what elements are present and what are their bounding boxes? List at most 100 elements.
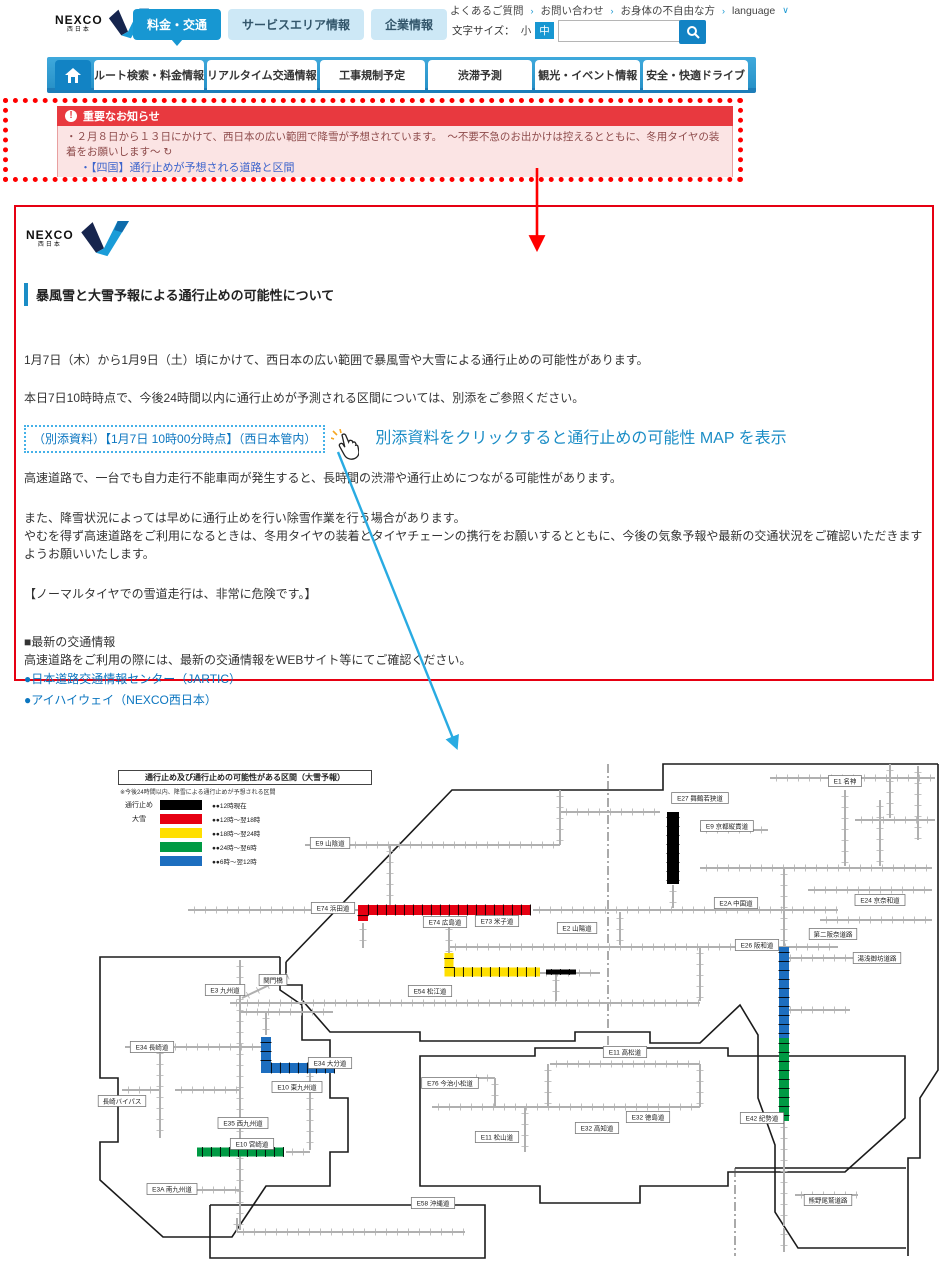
road-label-box bbox=[713, 897, 759, 909]
important-notice: ! 重要なお知らせ ・２月８日から１３日にかけて、西日本の広い範囲で降雪が予想さ… bbox=[57, 106, 733, 182]
utility-link-3[interactable]: language bbox=[732, 4, 776, 17]
road-label-box bbox=[129, 1041, 175, 1053]
notice-link-1[interactable]: ・【中国】通行止めが予想される道路と区間 bbox=[80, 177, 724, 182]
road-label-box bbox=[421, 1077, 479, 1089]
closure-segment-ticks bbox=[444, 957, 454, 968]
road-ticks bbox=[790, 1006, 846, 1014]
road-label-box bbox=[739, 1112, 785, 1124]
closure-segment-ticks bbox=[201, 1147, 284, 1157]
header-tab-0[interactable]: 料金・交通 bbox=[133, 9, 222, 46]
legend-row-label: 通行止め bbox=[125, 801, 153, 809]
road-label-box bbox=[734, 939, 780, 951]
article-link-1[interactable]: ●アイハイウェイ（NEXCO西日本） bbox=[24, 693, 217, 707]
paragraph-3: 高速道路で、一台でも自力走行不能車両が発生すると、長時間の渋滞や通行止めにつなが… bbox=[24, 471, 622, 485]
road-ticks bbox=[780, 1234, 788, 1246]
road-label-box bbox=[217, 1117, 269, 1129]
nav-item-4[interactable]: 観光・イベント情報 bbox=[535, 60, 641, 90]
legend-row-label: 大雪 bbox=[132, 815, 146, 823]
notice-message: ・２月８日から１３日にかけて、西日本の広い範囲で降雪が予想されています。 ～不要… bbox=[66, 131, 720, 159]
article-body: 1月7日（木）から1月9日（土）頃にかけて、西日本の広い範囲で暴風雪や大雪による… bbox=[24, 351, 924, 711]
font-size-option-0[interactable]: 小 bbox=[520, 25, 532, 37]
legend-color-swatch bbox=[160, 799, 202, 810]
road-ticks bbox=[886, 770, 894, 815]
road-ticks bbox=[841, 796, 849, 863]
closure-segment-ticks bbox=[550, 969, 570, 975]
font-size-label: 文字サイズ： bbox=[452, 25, 515, 37]
road-ticks bbox=[386, 851, 394, 907]
legend-color-swatch bbox=[160, 841, 202, 852]
road-ticks bbox=[246, 1008, 324, 1016]
road-label-box bbox=[204, 984, 246, 996]
home-button[interactable] bbox=[55, 60, 91, 90]
road-ticks bbox=[544, 1070, 552, 1104]
road-label-box bbox=[828, 775, 862, 787]
important-notice-highlight-box: ! 重要なお知らせ ・２月８日から１３日にかけて、西日本の広い範囲で降雪が予想さ… bbox=[3, 98, 743, 182]
road-ticks bbox=[236, 999, 699, 1007]
road-label-box bbox=[229, 1138, 275, 1150]
road-ticks bbox=[491, 1084, 499, 1107]
notice-link-0[interactable]: ・【四国】通行止めが予想される道路と区間 bbox=[80, 162, 295, 175]
article-link-0[interactable]: ●日本道路交通情報センター（JARTIC） bbox=[24, 672, 242, 686]
search-icon bbox=[686, 26, 700, 39]
road-label-box bbox=[854, 894, 906, 906]
road-ticks bbox=[262, 1018, 270, 1030]
boundary-line bbox=[907, 764, 939, 1256]
nav-item-2[interactable]: 工事規制予定 bbox=[319, 60, 425, 90]
search-input[interactable] bbox=[558, 20, 680, 42]
road-label-box bbox=[310, 902, 356, 914]
font-size-option-1[interactable]: 中 bbox=[535, 22, 554, 39]
utility-link-2[interactable]: お身体の不自由な方 bbox=[620, 5, 716, 17]
closure-segment-ticks bbox=[778, 951, 790, 1034]
article-title: 暴風雪と大雪予報による通行止めの可能性について bbox=[24, 283, 334, 306]
road-ticks bbox=[780, 1127, 788, 1216]
road-label-box bbox=[602, 1046, 648, 1058]
header-tab-2[interactable]: 企業情報 bbox=[371, 9, 448, 40]
road-label-text: E32 高知道 bbox=[581, 1123, 614, 1132]
road-label-text: E26 阪和道 bbox=[741, 940, 774, 949]
utility-link-1[interactable]: お問い合わせ bbox=[540, 5, 604, 17]
logo-brand-text: NEXCO bbox=[55, 12, 103, 27]
road-ticks bbox=[780, 874, 788, 941]
road-label-box bbox=[556, 922, 598, 934]
road-ticks bbox=[790, 954, 857, 962]
legend-row-1: 大雪 ●●12時～翌18時 bbox=[118, 813, 372, 824]
map-closure-segments bbox=[197, 812, 790, 1157]
road-label-text: E34 長崎道 bbox=[136, 1042, 169, 1051]
road-ticks bbox=[128, 1086, 151, 1094]
paragraph-5: 【ノーマルタイヤでの雪道走行は、非常に危険です。】 bbox=[24, 587, 317, 601]
map-annotation-text: 別添資料をクリックすると通行止めの可能性 MAP を表示 bbox=[375, 430, 787, 447]
road-label-text: E1 名神 bbox=[834, 776, 857, 785]
road-ticks bbox=[706, 864, 927, 872]
road-label-text: E74 浜田道 bbox=[317, 903, 350, 912]
header-tab-1[interactable]: サービスエリア情報 bbox=[228, 9, 365, 40]
road-ticks bbox=[696, 1070, 704, 1104]
boundary-line bbox=[99, 956, 349, 1238]
legend-row-text: ●●12時～翌18時 bbox=[212, 816, 261, 824]
road-label-box bbox=[258, 974, 288, 986]
road-label-box bbox=[422, 916, 468, 928]
road-ticks bbox=[556, 796, 564, 841]
boundary-line bbox=[285, 763, 938, 963]
nav-item-0[interactable]: ルート検索・料金情報 bbox=[94, 60, 204, 90]
notice-header: ! 重要なお知らせ bbox=[57, 106, 733, 126]
search-button[interactable] bbox=[679, 20, 706, 44]
road-ticks bbox=[669, 891, 677, 903]
closure-segment-ticks bbox=[367, 904, 531, 916]
attachment-link[interactable]: （別添資料）【1月7日 10時00分時点】（西日本管内） bbox=[24, 425, 326, 453]
utility-link-0[interactable]: よくあるご質問 bbox=[450, 5, 524, 17]
road-label-text: E27 舞鶴若狭道 bbox=[677, 793, 723, 802]
road-ticks bbox=[826, 916, 926, 924]
info-body: 高速道路をご利用の際には、最新の交通情報をWEBサイト等にてご確認ください。 bbox=[24, 653, 472, 667]
road-label-text: E58 沖縄道 bbox=[417, 1198, 450, 1207]
nav-item-3[interactable]: 渋滞予測 bbox=[427, 60, 533, 90]
road-ticks bbox=[861, 816, 928, 824]
nav-item-1[interactable]: リアルタイム交通情報 bbox=[207, 60, 317, 90]
road-label-text: E74 広島道 bbox=[429, 917, 462, 926]
panel-logo-sub-text: 西日本 bbox=[37, 241, 62, 248]
road-label-text: E3A 南九州道 bbox=[152, 1184, 192, 1193]
legend-rows: 通行止め●●12時現在大雪●●12時～翌18時●●18時～翌24時●●24時～翌… bbox=[118, 799, 372, 866]
closure-segment-ticks bbox=[453, 967, 536, 977]
boundary-line bbox=[209, 1204, 486, 1259]
nav-item-5[interactable]: 安全・快適ドライブ bbox=[643, 60, 748, 90]
